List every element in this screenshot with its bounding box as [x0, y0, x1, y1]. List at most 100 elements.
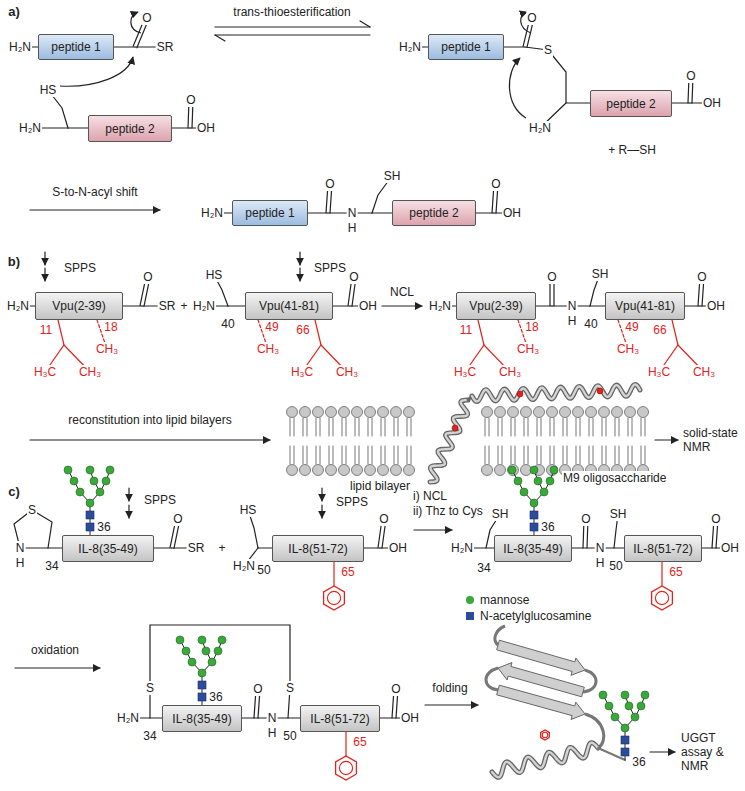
lipid-tail: [615, 418, 616, 436]
mannose-circle: [625, 702, 633, 710]
atom-label: HS: [239, 503, 258, 517]
mannose-circle: [198, 636, 206, 644]
mannose-circle: [202, 647, 210, 655]
residue-number: 34: [142, 729, 157, 743]
residue-number: 34: [476, 561, 491, 575]
lipid-head: [599, 407, 610, 418]
bond-line: [504, 46, 525, 47]
panel-label: c): [7, 485, 21, 499]
residue-number: 36: [96, 520, 111, 534]
atom-label: N: [567, 299, 578, 313]
lipid-tail: [645, 418, 646, 436]
lipid-tail: [502, 418, 503, 436]
mannose-circle: [530, 466, 538, 474]
residue-number: 50: [282, 729, 297, 743]
peptide-segment-box: IL-8(51-72): [624, 535, 702, 562]
lipid-tail: [580, 446, 581, 464]
mannose-circle: [599, 691, 607, 699]
lipid-tail: [541, 446, 542, 464]
lipid-tail: [576, 418, 577, 436]
legend-text: N-acetylglucosamine: [480, 609, 591, 623]
phenyl-ring: [652, 586, 673, 610]
bond-line: [172, 127, 190, 128]
atom-label: O: [252, 682, 263, 696]
aromatic-circle: [655, 591, 668, 604]
lipid-tail: [528, 418, 529, 436]
lipid-head: [495, 407, 506, 418]
lipid-head: [378, 465, 389, 476]
residue-number: 50: [608, 559, 623, 573]
atom-label: H₃C: [290, 365, 314, 379]
mannose-circle: [621, 691, 629, 699]
lipid-tail: [528, 446, 529, 464]
leucine-sidechain: [672, 320, 678, 345]
reaction-label: SPPS: [335, 495, 369, 509]
lipid-head: [508, 407, 519, 418]
atom-label: CH₃: [616, 342, 640, 356]
helix-ribbon: [472, 384, 640, 401]
atom-label: CH₃: [256, 342, 280, 356]
segment-name: peptide 2: [105, 122, 154, 136]
peptide-segment-box: peptide 2: [88, 115, 172, 142]
atom-label: O: [580, 512, 591, 526]
lipid-head: [352, 465, 363, 476]
lipid-tail: [381, 418, 382, 436]
mannose-circle: [605, 702, 613, 710]
lipid-tail: [372, 446, 373, 464]
lipid-tail: [628, 446, 629, 464]
mannose-circle: [208, 658, 216, 666]
lipid-tail: [290, 418, 291, 436]
labelled-residue: [517, 391, 523, 397]
residue-number: 65: [668, 565, 683, 579]
spps-arrow: [128, 488, 129, 501]
lipid-head: [339, 465, 350, 476]
residue-number: 49: [264, 320, 279, 334]
lipid-tail: [355, 446, 356, 464]
mannose-circle: [540, 488, 548, 496]
labelled-residue: [597, 388, 603, 394]
mannose-circle: [611, 713, 619, 721]
lipid-tail: [498, 446, 499, 464]
atom-label: O: [390, 682, 401, 696]
lipid-tail: [632, 418, 633, 436]
peptide-segment-box: Vpu(41-81): [245, 292, 333, 320]
lipid-head: [313, 407, 324, 418]
atom-label: O: [141, 11, 152, 25]
equilibrium-arrow: [215, 34, 370, 35]
atom-label: N: [595, 541, 606, 555]
lipid-tail: [329, 418, 330, 436]
lipid-tail: [619, 418, 620, 436]
phenyl-ring: [324, 586, 345, 610]
lipid-tail: [550, 446, 551, 464]
spps-arrow: [299, 268, 300, 281]
atom-label: SH: [491, 507, 510, 521]
segment-name: Vpu(2-39): [52, 299, 105, 313]
atom-label: S: [27, 503, 37, 517]
plus-sign: +: [179, 299, 188, 313]
aromatic-circle: [327, 591, 340, 604]
segment-name: peptide 1: [441, 40, 490, 54]
lipid-tail: [411, 446, 412, 464]
reaction-label: SPPS: [313, 261, 347, 275]
legend-swatch: [466, 596, 474, 604]
bond-line: [476, 212, 494, 213]
mannose-circle: [176, 636, 184, 644]
residue-number: 36: [208, 690, 223, 704]
mannose-circle: [218, 636, 226, 644]
atom-label: H₂N: [232, 559, 256, 573]
peptide-segment-box: peptide 1: [428, 34, 504, 60]
mannose-circle: [621, 724, 629, 732]
atom-label: H₂N: [8, 40, 32, 54]
lipid-tail: [342, 446, 343, 464]
lipid-tail: [511, 446, 512, 464]
atom-label: H₂N: [450, 541, 474, 555]
peptide-segment-box: IL-8(51-72): [300, 705, 380, 732]
lipid-tail: [368, 446, 369, 464]
lipid-head: [404, 465, 415, 476]
segment-name: IL-8(51-72): [633, 542, 692, 556]
atom-label: OH: [502, 206, 522, 220]
lipid-tail: [333, 418, 334, 436]
atom-label: SH: [609, 507, 628, 521]
atom-label: OH: [196, 121, 216, 135]
reaction-label: NCL: [389, 285, 415, 299]
